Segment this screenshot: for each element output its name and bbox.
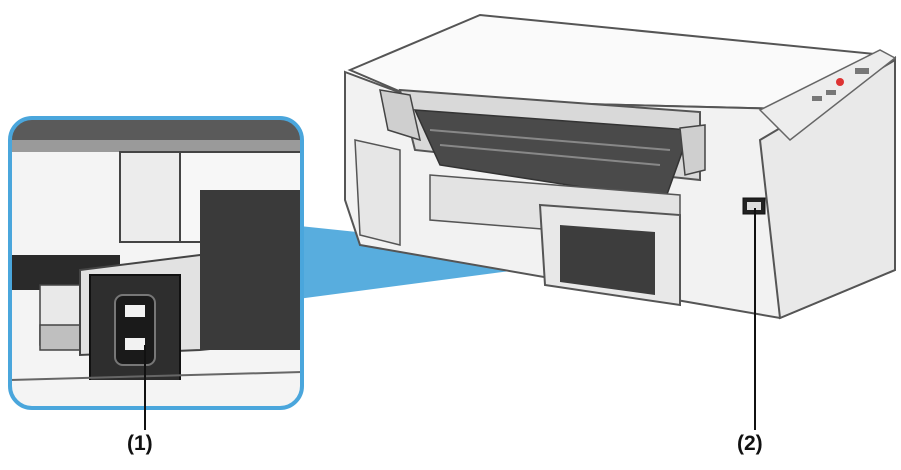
right-hinge — [679, 124, 706, 176]
callout-label-usb-port: (2) — [737, 432, 763, 455]
panel-button-icon — [855, 68, 869, 74]
panel-button-icon — [826, 90, 836, 95]
printer-foot — [354, 139, 401, 246]
power-button-icon — [836, 78, 844, 86]
zoom-inset-border — [8, 116, 304, 410]
left-hinge — [379, 89, 422, 142]
panel-button-icon — [812, 96, 822, 101]
printer — [344, 13, 897, 320]
zoom-inset — [8, 116, 304, 410]
zoom-beam — [290, 225, 555, 300]
power-connector-panel — [560, 225, 655, 295]
callout-label-power-connector: (1) — [127, 432, 153, 455]
